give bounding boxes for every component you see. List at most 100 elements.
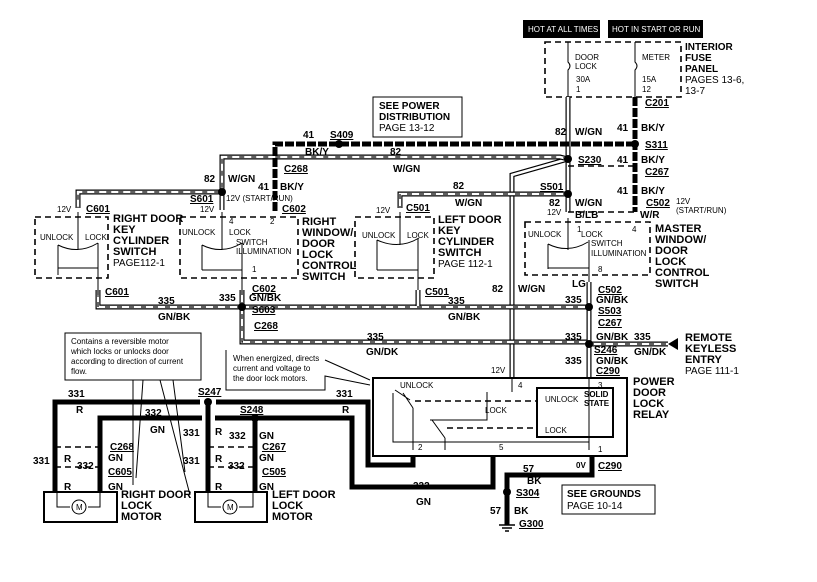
svg-text:41: 41 bbox=[258, 182, 270, 193]
right-window-door-lock-control-switch: 4 2 UNLOCK LOCK SWITCH ILLUMINATION 1 RI… bbox=[179, 212, 357, 290]
svg-text:UNLOCK: UNLOCK bbox=[400, 381, 434, 390]
svg-text:41: 41 bbox=[303, 130, 315, 141]
svg-text:4: 4 bbox=[632, 225, 637, 234]
svg-text:335: 335 bbox=[565, 332, 582, 343]
svg-text:RELAY: RELAY bbox=[633, 409, 670, 421]
svg-text:R: R bbox=[215, 427, 223, 438]
svg-text:WINDOW/: WINDOW/ bbox=[302, 227, 353, 239]
svg-text:12V: 12V bbox=[57, 205, 72, 214]
svg-text:0V: 0V bbox=[576, 461, 586, 470]
power-door-lock-relay: UNLOCK LOCK 4 3 2 5 1 UNLOCK LOCK SOLID … bbox=[372, 376, 675, 472]
svg-text:R: R bbox=[64, 454, 72, 465]
svg-text:82: 82 bbox=[390, 147, 402, 158]
wire-labels-bottom: 331 R 332 GN S247 S248 331 R 331 R 332 G… bbox=[33, 387, 544, 530]
svg-text:S230: S230 bbox=[578, 155, 602, 166]
svg-text:DOOR: DOOR bbox=[575, 53, 599, 62]
relay-note: When energized, directs current and volt… bbox=[225, 350, 371, 391]
svg-text:LOCK: LOCK bbox=[85, 233, 107, 242]
svg-text:GN: GN bbox=[259, 453, 274, 464]
svg-text:LOCK: LOCK bbox=[485, 406, 507, 415]
svg-text:(START/RUN): (START/RUN) bbox=[676, 206, 727, 215]
motor-note: Contains a reversible motor which locks … bbox=[64, 332, 202, 496]
svg-text:4: 4 bbox=[518, 381, 523, 390]
svg-text:When energized, directs: When energized, directs bbox=[233, 354, 319, 363]
svg-text:332: 332 bbox=[413, 481, 430, 492]
svg-text:41: 41 bbox=[617, 123, 629, 134]
svg-text:S248: S248 bbox=[240, 405, 264, 416]
svg-text:C201: C201 bbox=[645, 98, 669, 109]
svg-text:BK: BK bbox=[514, 506, 529, 517]
hot-in-start-or-run-label: HOT IN START OR RUN bbox=[608, 20, 703, 38]
svg-text:15A: 15A bbox=[642, 75, 657, 84]
left-door-lock-motor: M LEFT DOOR LOCK MOTOR bbox=[194, 489, 336, 523]
svg-text:FUSE: FUSE bbox=[685, 53, 712, 64]
svg-text:S409: S409 bbox=[330, 130, 354, 141]
svg-text:SWITCH: SWITCH bbox=[236, 238, 268, 247]
svg-text:12V: 12V bbox=[491, 366, 506, 375]
wire-335-gnbk bbox=[98, 282, 668, 378]
ground-icon bbox=[499, 524, 515, 532]
svg-text:332: 332 bbox=[77, 461, 94, 472]
wire-labels-top: 82 W/GN 41 BK/Y S311 S230 41 BK/Y C267 4… bbox=[57, 123, 727, 221]
svg-text:C501: C501 bbox=[425, 287, 449, 298]
svg-text:PAGE 10-14: PAGE 10-14 bbox=[567, 501, 623, 512]
svg-text:5: 5 bbox=[499, 443, 504, 452]
svg-text:POWER: POWER bbox=[633, 376, 675, 388]
svg-text:the door lock motors.: the door lock motors. bbox=[233, 374, 308, 383]
svg-text:CONTROL: CONTROL bbox=[302, 260, 357, 272]
svg-text:W/GN: W/GN bbox=[455, 198, 482, 209]
svg-text:PAGE 112-1: PAGE 112-1 bbox=[438, 259, 493, 270]
svg-text:335: 335 bbox=[367, 332, 384, 343]
svg-text:UNLOCK: UNLOCK bbox=[40, 233, 74, 242]
svg-text:GN: GN bbox=[259, 482, 274, 493]
svg-text:SWITCH: SWITCH bbox=[302, 271, 345, 283]
svg-text:LG: LG bbox=[572, 279, 586, 290]
svg-text:C605: C605 bbox=[108, 467, 132, 478]
svg-text:C501: C501 bbox=[406, 203, 430, 214]
svg-text:2: 2 bbox=[270, 217, 275, 226]
svg-text:335: 335 bbox=[448, 296, 465, 307]
svg-text:R: R bbox=[64, 482, 72, 493]
svg-text:332: 332 bbox=[229, 431, 246, 442]
svg-text:41: 41 bbox=[617, 155, 629, 166]
svg-text:flow.: flow. bbox=[71, 367, 87, 376]
svg-text:according to direction of curr: according to direction of current bbox=[71, 357, 184, 366]
svg-text:331: 331 bbox=[183, 456, 200, 467]
svg-text:LOCK: LOCK bbox=[121, 500, 152, 512]
wire-41-bky bbox=[272, 97, 638, 212]
svg-text:335: 335 bbox=[565, 356, 582, 367]
svg-text:W/GN: W/GN bbox=[393, 164, 420, 175]
svg-text:SWITCH: SWITCH bbox=[591, 239, 623, 248]
svg-text:R: R bbox=[215, 454, 223, 465]
svg-text:HOT AT ALL TIMES: HOT AT ALL TIMES bbox=[528, 25, 598, 34]
svg-text:GN/BK: GN/BK bbox=[596, 295, 629, 306]
svg-text:UNLOCK: UNLOCK bbox=[545, 395, 579, 404]
svg-text:S246: S246 bbox=[594, 345, 618, 356]
svg-text:S304: S304 bbox=[516, 488, 540, 499]
svg-text:ENTRY: ENTRY bbox=[685, 354, 723, 366]
svg-text:W/GN: W/GN bbox=[518, 284, 545, 295]
svg-text:C290: C290 bbox=[598, 461, 622, 472]
svg-text:331: 331 bbox=[68, 389, 85, 400]
svg-text:331: 331 bbox=[33, 456, 50, 467]
svg-text:SWITCH: SWITCH bbox=[113, 246, 156, 258]
svg-text:W/GN: W/GN bbox=[575, 198, 602, 209]
svg-text:C267: C267 bbox=[645, 167, 669, 178]
svg-text:82: 82 bbox=[453, 181, 465, 192]
svg-text:MASTER: MASTER bbox=[655, 223, 702, 235]
svg-text:1: 1 bbox=[576, 85, 581, 94]
svg-text:GN/BK: GN/BK bbox=[158, 312, 191, 323]
svg-text:332: 332 bbox=[228, 461, 245, 472]
svg-text:LOCK: LOCK bbox=[655, 256, 686, 268]
svg-text:12V (START/RUN): 12V (START/RUN) bbox=[226, 194, 293, 203]
svg-text:GN: GN bbox=[108, 482, 123, 493]
svg-text:S603: S603 bbox=[252, 305, 276, 316]
svg-text:GN/DK: GN/DK bbox=[366, 347, 399, 358]
svg-text:4: 4 bbox=[229, 217, 234, 226]
svg-text:MOTOR: MOTOR bbox=[272, 511, 313, 523]
svg-text:STATE: STATE bbox=[584, 399, 610, 408]
svg-text:1: 1 bbox=[598, 445, 603, 454]
svg-text:S503: S503 bbox=[598, 306, 622, 317]
svg-text:DOOR: DOOR bbox=[633, 387, 666, 399]
svg-text:KEYLESS: KEYLESS bbox=[685, 343, 736, 355]
